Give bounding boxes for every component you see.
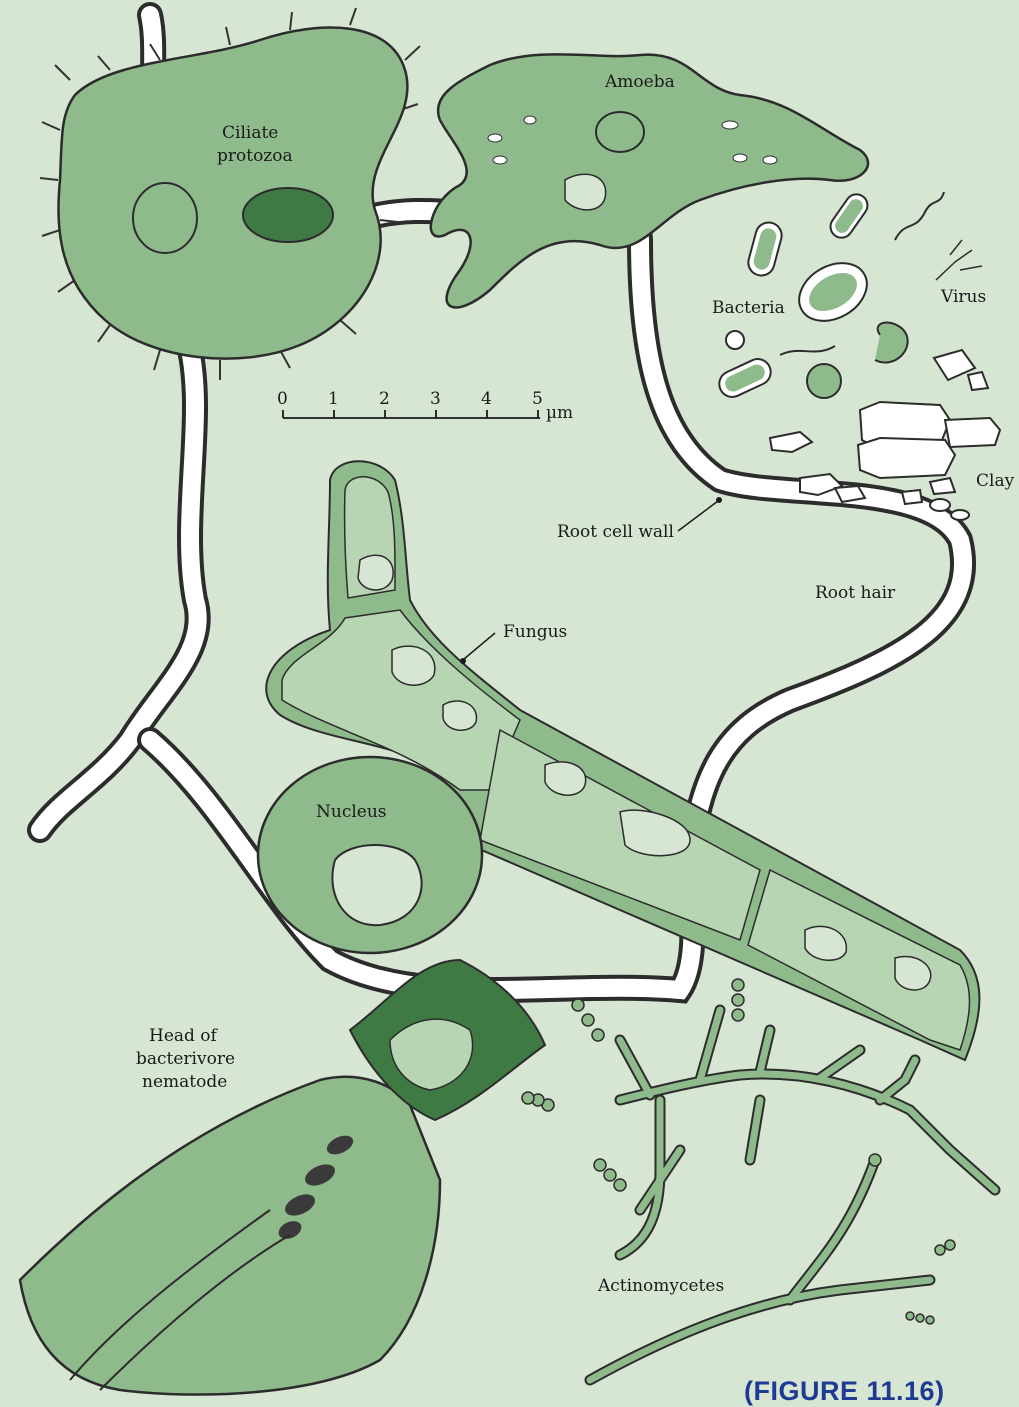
- label-clay: Clay: [976, 471, 1015, 491]
- label-virus: Virus: [940, 287, 986, 307]
- actinomycetes-inner: [590, 1010, 995, 1380]
- scale-tick-4: 4: [481, 389, 492, 409]
- scale-bar: [283, 410, 540, 418]
- label-ciliate-line2: protozoa: [217, 146, 293, 166]
- nematode-head: [20, 960, 545, 1395]
- scale-tick-0: 0: [277, 389, 288, 409]
- bacteria: [715, 190, 944, 401]
- label-nucleus: Nucleus: [316, 802, 387, 822]
- scale-unit: µm: [546, 403, 573, 423]
- root-cell-wall-pointer: [716, 497, 722, 503]
- scale-tick-2: 2: [379, 389, 390, 409]
- ciliate-protozoa: [40, 8, 420, 380]
- label-ciliate-line1: Ciliate: [222, 123, 278, 143]
- scale-tick-5: 5: [532, 389, 543, 409]
- label-nematode-line3: nematode: [142, 1072, 227, 1092]
- label-fungus: Fungus: [503, 622, 567, 642]
- virus: [936, 240, 982, 280]
- scale-tick-3: 3: [430, 389, 441, 409]
- scale-tick-1: 1: [328, 389, 339, 409]
- figure-caption: (FIGURE 11.16): [744, 1376, 945, 1407]
- nucleus-cell: [258, 757, 482, 953]
- label-actinomycetes: Actinomycetes: [597, 1276, 724, 1296]
- actinomycetes-spores: [522, 979, 955, 1324]
- label-bacteria: Bacteria: [712, 298, 785, 318]
- label-nematode-line1: Head of: [149, 1026, 219, 1046]
- label-root-hair: Root hair: [815, 583, 896, 603]
- label-root-cell-wall: Root cell wall: [557, 522, 674, 542]
- label-nematode-line2: bacterivore: [136, 1049, 235, 1069]
- label-amoeba: Amoeba: [604, 72, 675, 92]
